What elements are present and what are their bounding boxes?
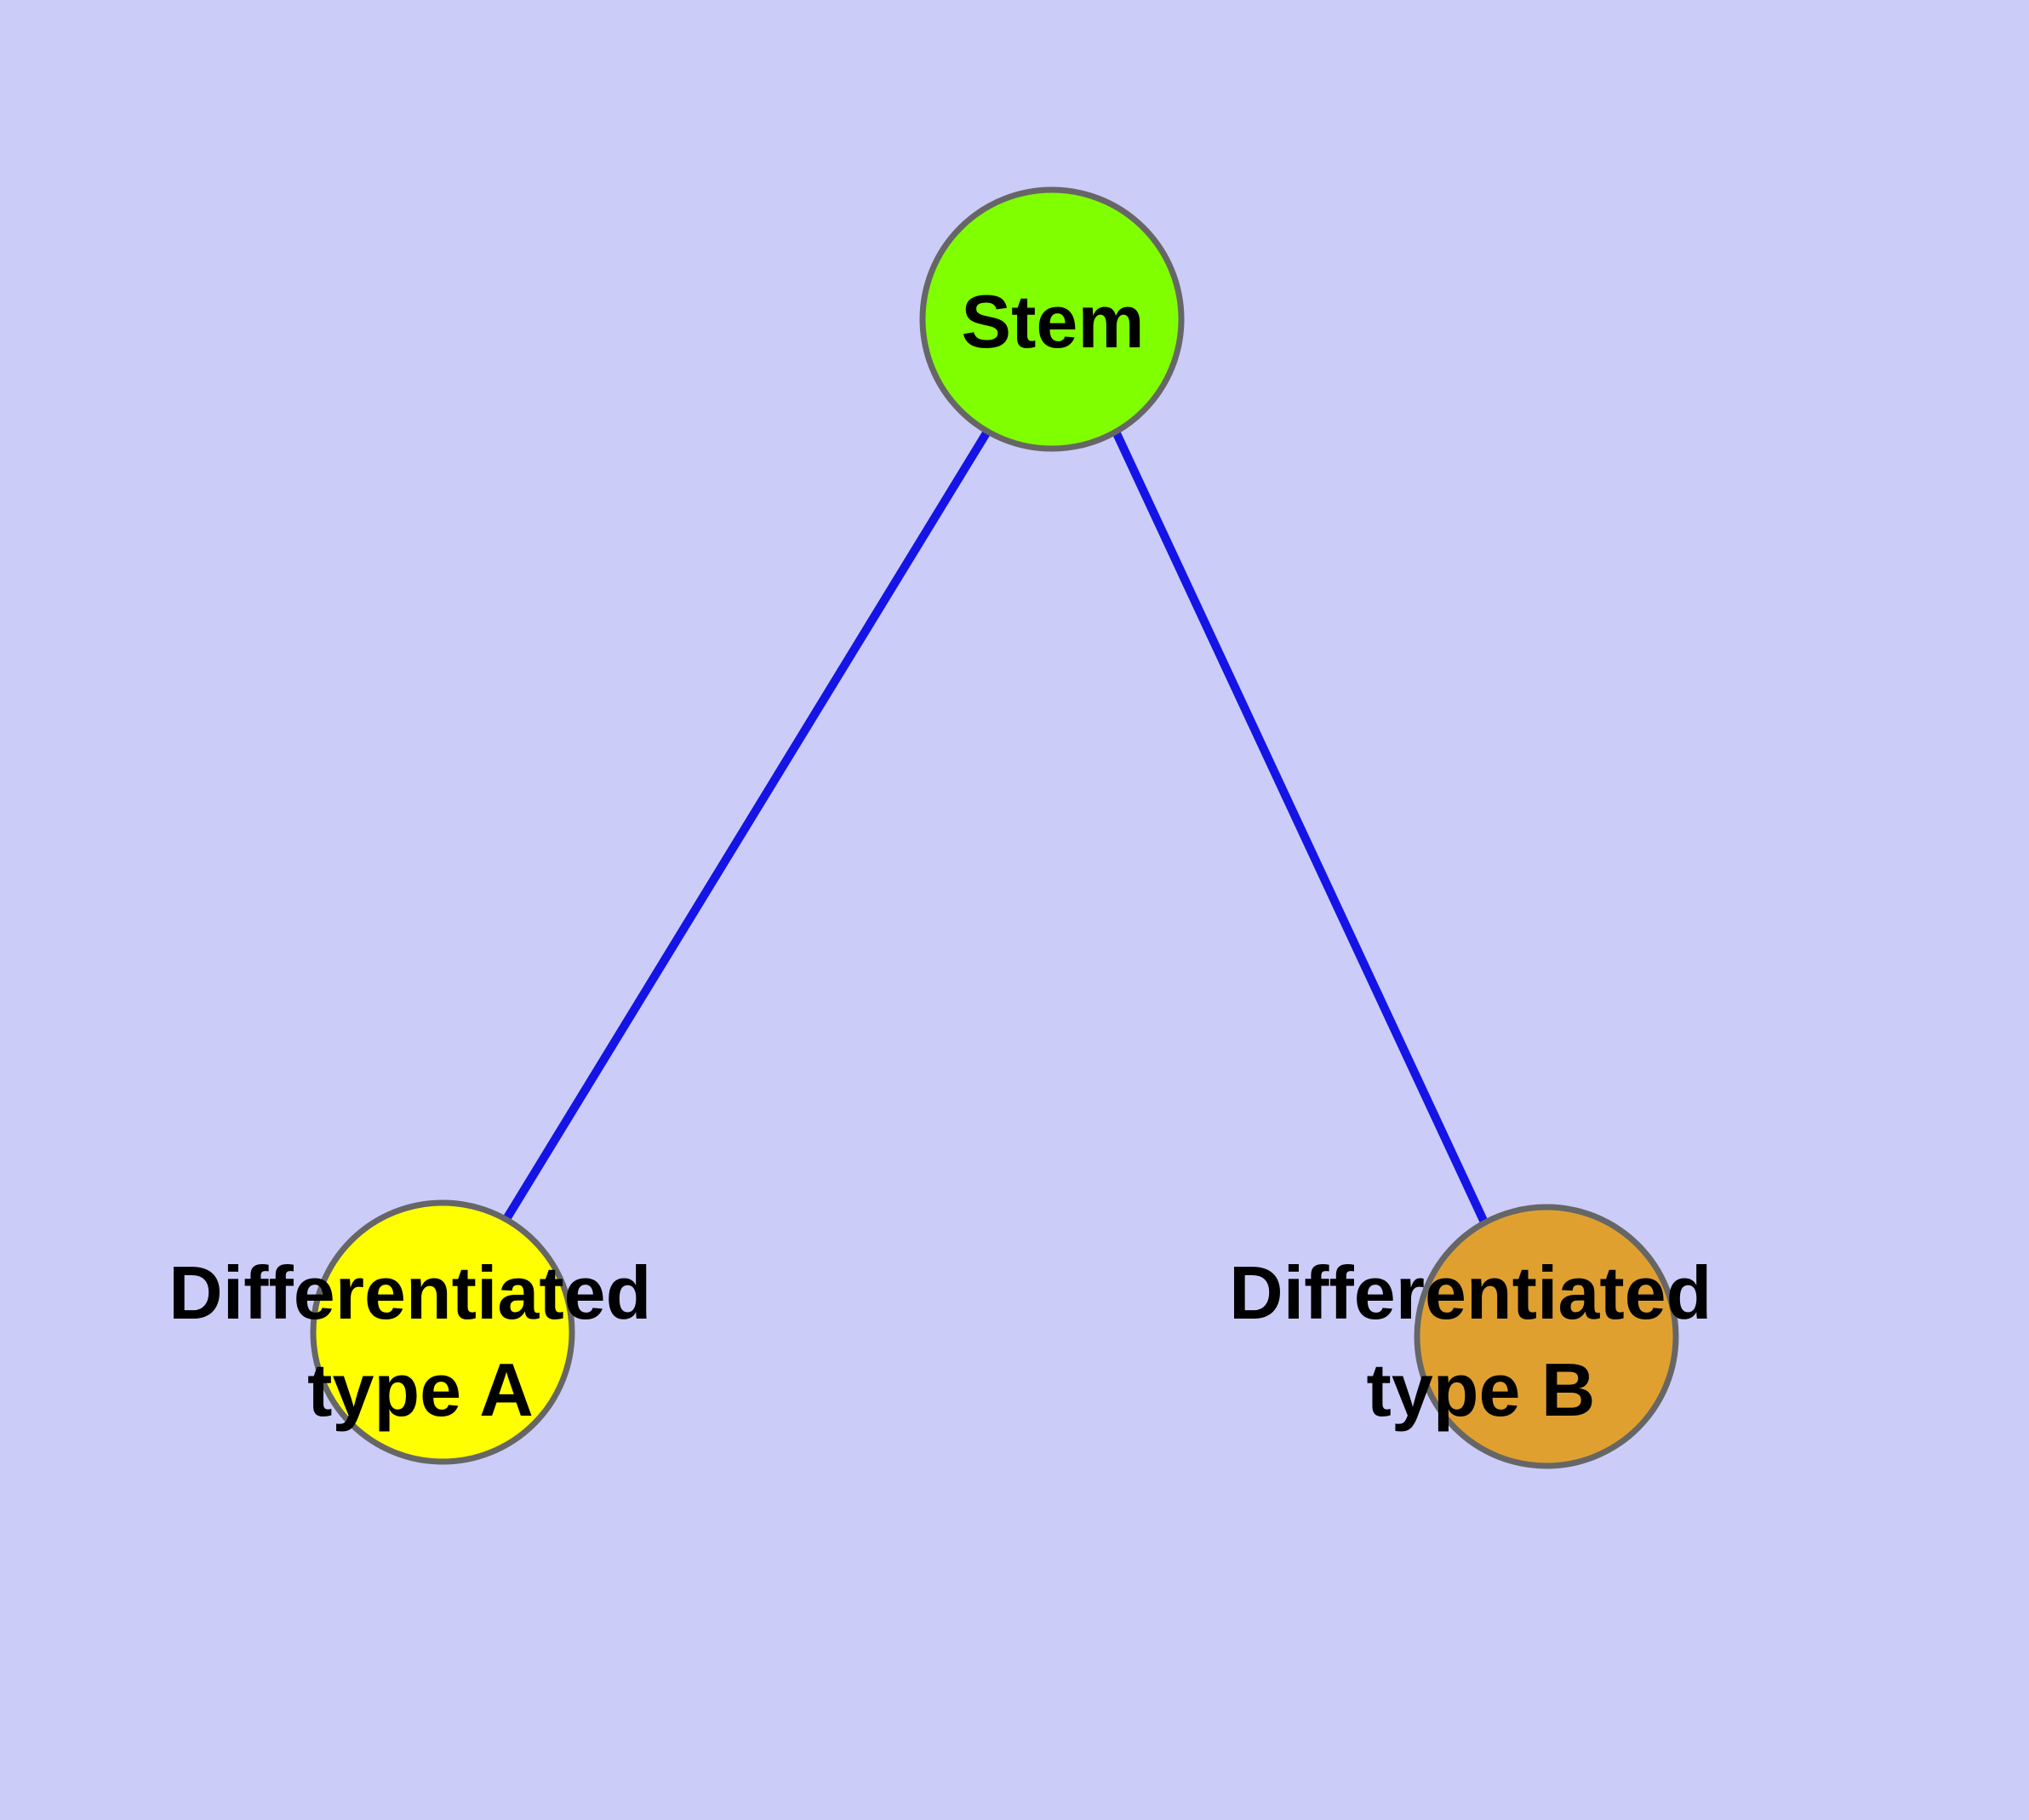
edge-stem-to-type-b	[1112, 429, 1489, 1227]
node-stem-label-line-1: Stem	[961, 279, 1144, 363]
node-differentiated-type-b[interactable]	[1414, 1204, 1679, 1469]
node-type-a-label-line-1: Differentiated	[169, 1251, 651, 1335]
node-type-b-label: Differentiated type B	[1229, 1251, 1733, 1432]
nodes-group	[310, 186, 1679, 1469]
edges-group	[502, 429, 1489, 1227]
node-stem[interactable]	[919, 186, 1185, 452]
node-stem-circle[interactable]	[919, 186, 1185, 452]
node-type-a-label: Differentiated type A	[169, 1251, 672, 1432]
labels-group: Stem Differentiated type A Differentiate…	[169, 279, 1733, 1432]
node-differentiated-type-a[interactable]	[310, 1199, 575, 1465]
node-stem-label: Stem	[961, 279, 1144, 363]
node-type-b-label-line-1: Differentiated	[1229, 1251, 1712, 1335]
edge-stem-to-type-a	[502, 429, 992, 1222]
node-type-b-circle[interactable]	[1414, 1204, 1679, 1469]
node-type-a-label-line-2: type A	[307, 1348, 534, 1432]
node-type-b-label-line-2: type B	[1367, 1348, 1596, 1432]
node-type-a-circle[interactable]	[310, 1199, 575, 1465]
